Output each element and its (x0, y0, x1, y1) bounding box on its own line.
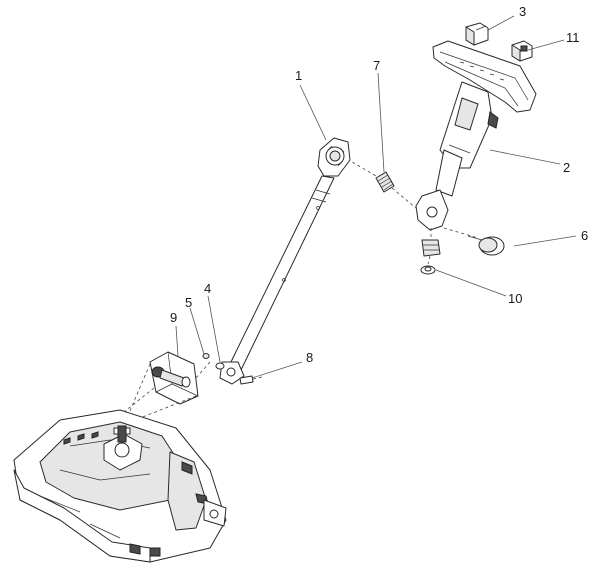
callout-5: 5 (185, 295, 192, 310)
spring-part-7 (341, 155, 417, 209)
callout-6: 6 (581, 228, 588, 243)
nut-part-5 (202, 353, 210, 359)
callout-1: 1 (295, 68, 302, 83)
base-housing-part (13, 409, 227, 563)
bracket-part-9 (149, 351, 199, 405)
callout-9: 9 (170, 310, 177, 325)
knob-part-6 (443, 227, 505, 256)
lever-part-1 (219, 137, 351, 385)
switch-part-11 (511, 40, 533, 62)
callout-2: 2 (563, 160, 570, 175)
nut-part-10 (420, 265, 436, 275)
callout-8: 8 (306, 350, 313, 365)
grommet-part (421, 228, 441, 265)
bolt-part-8 (239, 375, 263, 385)
callout-11: 11 (566, 30, 580, 45)
leader-lines (175, 15, 577, 379)
callout-4: 4 (204, 281, 211, 296)
callout-3: 3 (519, 4, 526, 19)
switch-part-3 (465, 22, 489, 46)
callout-7: 7 (373, 58, 380, 73)
washer-part-4 (215, 362, 225, 370)
callout-10: 10 (508, 291, 522, 306)
steering-column-part (415, 40, 537, 231)
